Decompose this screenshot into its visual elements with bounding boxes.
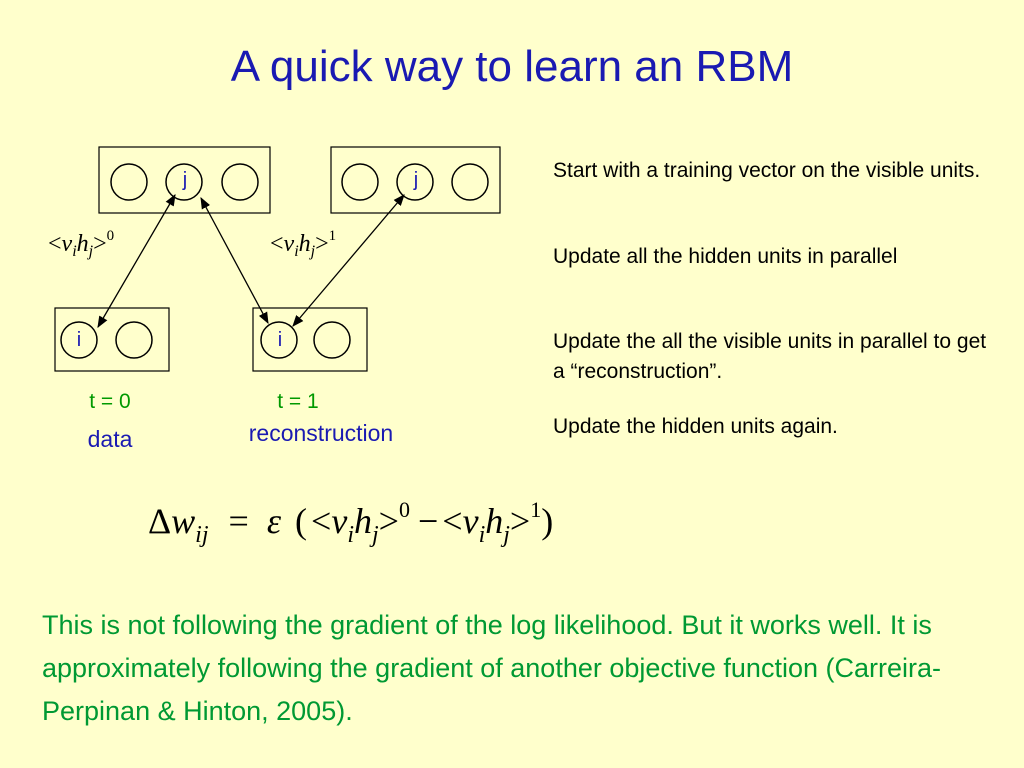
- stat-vihj-t1: <vihj>1: [270, 228, 336, 260]
- visible-unit-2-t1: [313, 321, 351, 359]
- hidden-unit-1-t1: [341, 163, 379, 201]
- hidden-unit-j-label: j: [413, 169, 418, 191]
- connection-arrow-t0: [97, 193, 176, 329]
- hidden-layer-t1: j: [330, 146, 501, 214]
- visible-unit-i-label: i: [77, 329, 81, 351]
- visible-unit-2-t0: [115, 321, 153, 359]
- visible-unit-i-t1: [260, 321, 298, 359]
- hidden-unit-j-t1: [396, 163, 434, 201]
- stat-vihj-t0: <vihj>0: [48, 228, 114, 260]
- step-4: Update the hidden units again.: [553, 415, 838, 438]
- visible-unit-i-t0: [60, 321, 98, 359]
- step-3: Update the all the visible units in para…: [553, 330, 987, 383]
- hidden-unit-3-t0: [221, 163, 259, 201]
- hidden-unit-j-label: j: [182, 169, 187, 191]
- gradient-note: This is not following the gradient of th…: [42, 610, 941, 726]
- hidden-unit-1-t0: [110, 163, 148, 201]
- slide-title: A quick way to learn an RBM: [230, 42, 794, 91]
- time-label-t1: t = 1: [277, 390, 319, 413]
- step-1: Start with a training vector on the visi…: [553, 159, 981, 182]
- hidden-unit-3-t1: [451, 163, 489, 201]
- connection-arrow-t1: [292, 194, 405, 327]
- time-label-t0: t = 0: [89, 390, 131, 413]
- reconstruction-label: reconstruction: [248, 420, 394, 446]
- visible-layer-t1: i: [252, 307, 368, 372]
- hidden-layer-t0: j: [98, 146, 271, 214]
- visible-layer-t0: i: [54, 307, 170, 372]
- connection-arrow-cross: [200, 196, 269, 325]
- learning-rule-equation: Δwij=ε(<vihj>0−<vihj>1): [148, 497, 553, 548]
- step-2: Update all the hidden units in parallel: [553, 245, 898, 268]
- data-label: data: [87, 426, 133, 452]
- hidden-unit-j-t0: [165, 163, 203, 201]
- visible-unit-i-label: i: [278, 329, 282, 351]
